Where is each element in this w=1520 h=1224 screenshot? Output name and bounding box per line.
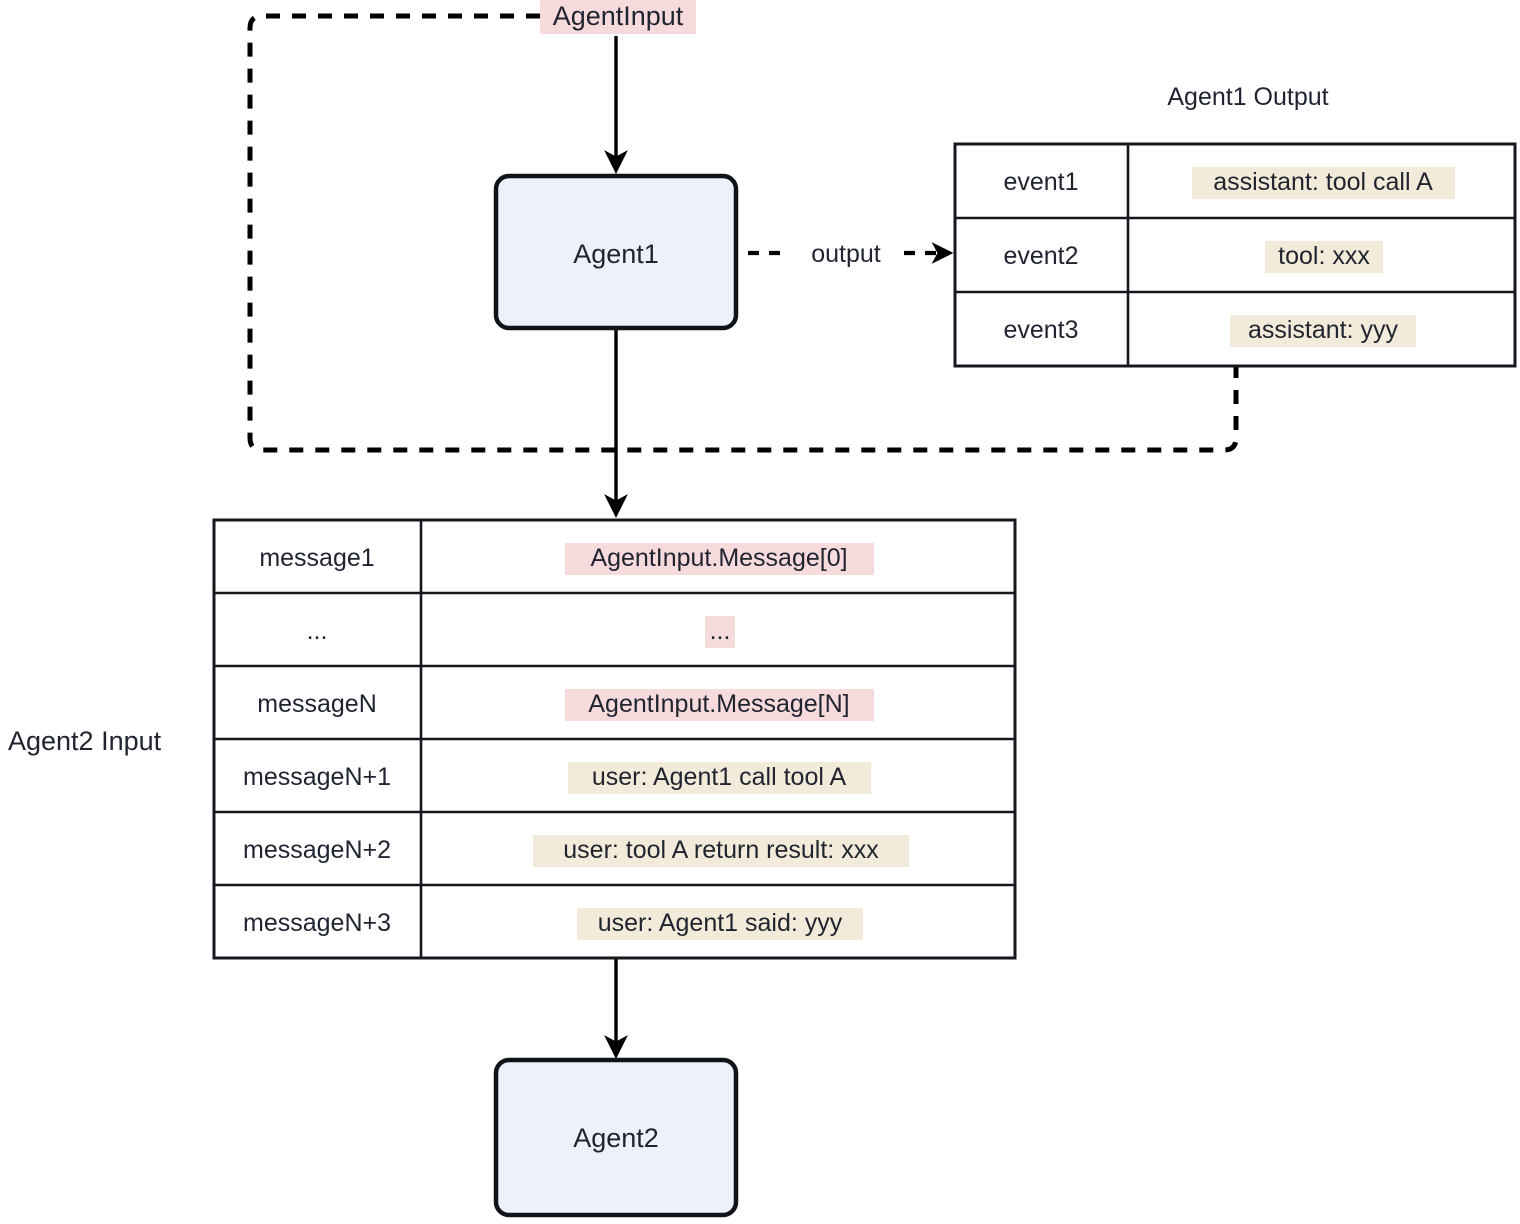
agent2-input-key-5: messageN+3 xyxy=(243,909,391,937)
agent1-output-value-highlight-1 xyxy=(1265,241,1383,273)
agent2-input-value-1: ... xyxy=(710,617,731,645)
agent2-input-value-4: user: tool A return result: xxx xyxy=(563,836,879,864)
agent1-output-key-0: event1 xyxy=(1003,168,1078,196)
node-agent2-box[interactable] xyxy=(493,1057,739,1218)
agent1-output-key-2: event3 xyxy=(1003,316,1078,344)
table-row: event2 tool: xxx xyxy=(1003,241,1383,273)
agent1-output-table: event1 assistant: tool call A event2 too… xyxy=(953,142,1517,368)
agent2-input-value-highlight-4 xyxy=(533,835,909,867)
agent1-output-value-1: tool: xxx xyxy=(1278,242,1370,270)
agent2-input-key-4: messageN+2 xyxy=(243,836,391,864)
agent2-input-value-highlight-5 xyxy=(577,908,863,940)
agent2-input-key-2: messageN xyxy=(257,690,377,718)
table-row: ... ... xyxy=(307,616,735,648)
table-row: event3 assistant: yyy xyxy=(1003,315,1416,347)
agent2-input-key-1: ... xyxy=(307,617,328,645)
table-row: message1 AgentInput.Message[0] xyxy=(259,543,874,575)
agent2-input-side-label: Agent2 Input xyxy=(8,726,162,756)
agentinput-label: AgentInput xyxy=(553,1,684,31)
agent1-output-value-highlight-2 xyxy=(1230,315,1416,347)
agent1-output-key-1: event2 xyxy=(1003,242,1078,270)
node-agent1-box[interactable] xyxy=(493,173,739,331)
agent2-input-key-0: message1 xyxy=(259,544,374,572)
agent1-output-table-title: Agent1 Output xyxy=(1167,83,1328,111)
agent2-input-value-0: AgentInput.Message[0] xyxy=(590,544,847,572)
table-row: messageN+3 user: Agent1 said: yyy xyxy=(243,908,863,940)
agent1-output-value-0: assistant: tool call A xyxy=(1213,168,1433,196)
agent1-output-table-border xyxy=(953,142,1517,368)
agent2-input-value-5: user: Agent1 said: yyy xyxy=(598,909,843,937)
agent1-output-value-highlight-0 xyxy=(1192,167,1455,199)
agent2-input-value-highlight-0 xyxy=(565,543,874,575)
agentinput-highlight xyxy=(540,0,696,34)
table-row: event1 assistant: tool call A xyxy=(1003,167,1455,199)
agent2-input-key-3: messageN+1 xyxy=(243,763,391,791)
node-agent2-label: Agent2 xyxy=(573,1123,659,1153)
agent2-input-value-highlight-2 xyxy=(565,689,874,721)
table-row: messageN+1 user: Agent1 call tool A xyxy=(243,762,871,794)
agent1-output-value-2: assistant: yyy xyxy=(1248,316,1399,344)
node-agent1-label: Agent1 xyxy=(573,239,659,269)
table-row: messageN AgentInput.Message[N] xyxy=(257,689,874,721)
agent2-input-value-2: AgentInput.Message[N] xyxy=(588,690,849,718)
agent2-input-table: message1 AgentInput.Message[0] ... ... m… xyxy=(212,518,1017,960)
agent2-input-value-highlight-3 xyxy=(568,762,871,794)
edge-agentinput-feedback-loop xyxy=(247,13,1239,453)
agent2-input-value-3: user: Agent1 call tool A xyxy=(592,763,847,791)
edge-label-output: output xyxy=(811,240,881,268)
agent2-input-value-highlight-1 xyxy=(705,616,735,648)
table-row: messageN+2 user: tool A return result: x… xyxy=(243,835,909,867)
